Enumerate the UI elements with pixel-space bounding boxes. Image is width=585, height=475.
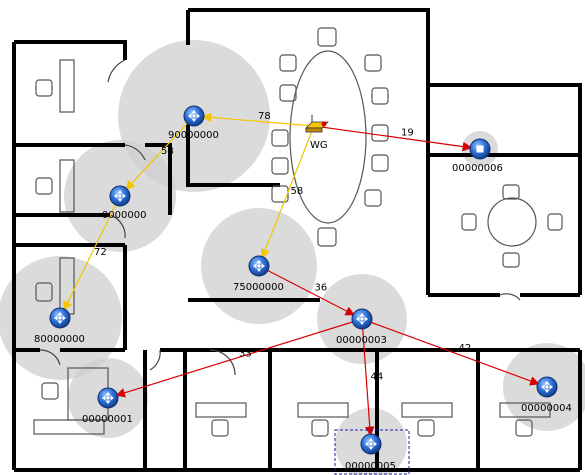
node-label: 90000000 [168, 130, 219, 141]
sensor-node[interactable]: 00000006 [452, 138, 503, 174]
sensor-node-icon[interactable] [49, 307, 71, 329]
gateway-router-icon[interactable] [305, 115, 329, 133]
sensor-node-icon[interactable] [536, 376, 558, 398]
gateway-label: WG [310, 140, 328, 151]
sensor-node-icon[interactable] [109, 185, 131, 207]
sensor-node-icon[interactable] [248, 255, 270, 277]
link-line [361, 318, 540, 386]
sensor-node-icon[interactable] [351, 308, 373, 330]
sensor-node[interactable]: 75000000 [233, 255, 284, 293]
link-value-label: 72 [94, 247, 107, 258]
node-label: 00000003 [336, 335, 387, 346]
link-value-label: 33 [239, 349, 252, 360]
link-value-label: 19 [401, 128, 414, 139]
sensor-node[interactable]: •0000000 [96, 185, 146, 221]
sensor-node[interactable]: 00000001 [82, 387, 133, 425]
link-value-label: 58 [161, 146, 174, 157]
node-label: 00000004 [521, 403, 572, 414]
link-value-label: 42 [459, 343, 472, 354]
link-line [201, 112, 315, 127]
link-value-label: 36 [315, 283, 328, 294]
link-line [313, 125, 473, 152]
link-line [125, 115, 195, 191]
node-label: 00000005 [345, 461, 396, 472]
doors [39, 59, 521, 376]
link-line [361, 318, 375, 437]
link-line [258, 265, 356, 316]
sensor-nodes: 90000000 00000006 •0000000 75000000 80000000… [34, 105, 572, 472]
node-label: 00000001 [82, 414, 133, 425]
link-value-label: 78 [258, 111, 271, 122]
sensor-node-icon[interactable] [97, 387, 119, 409]
furniture [33, 27, 563, 437]
sensor-node[interactable]: 00000004 [521, 376, 572, 414]
node-label: •0000000 [96, 210, 146, 221]
link-labels: 78 19 58 58 72 36 33 42 44 [94, 111, 471, 383]
node-label: 00000006 [452, 163, 503, 174]
sensor-node-icon[interactable] [360, 433, 382, 455]
selection-box [334, 429, 410, 475]
link-line [115, 318, 363, 398]
link-value-label: 58 [291, 186, 304, 197]
link-line [260, 125, 315, 259]
node-label: 75000000 [233, 282, 284, 293]
network-links [63, 112, 540, 437]
node-label: 80000000 [34, 334, 85, 345]
sensor-node[interactable]: 00000003 [336, 308, 387, 346]
sensor-node[interactable]: 00000005 [345, 433, 396, 472]
link-value-label: 44 [371, 372, 384, 383]
sensor-node[interactable]: 80000000 [34, 307, 85, 345]
sensor-node-icon[interactable] [183, 105, 205, 127]
sensor-node-square-icon[interactable] [469, 138, 491, 160]
link-line [63, 195, 121, 312]
sensor-node[interactable]: 90000000 [168, 105, 219, 141]
